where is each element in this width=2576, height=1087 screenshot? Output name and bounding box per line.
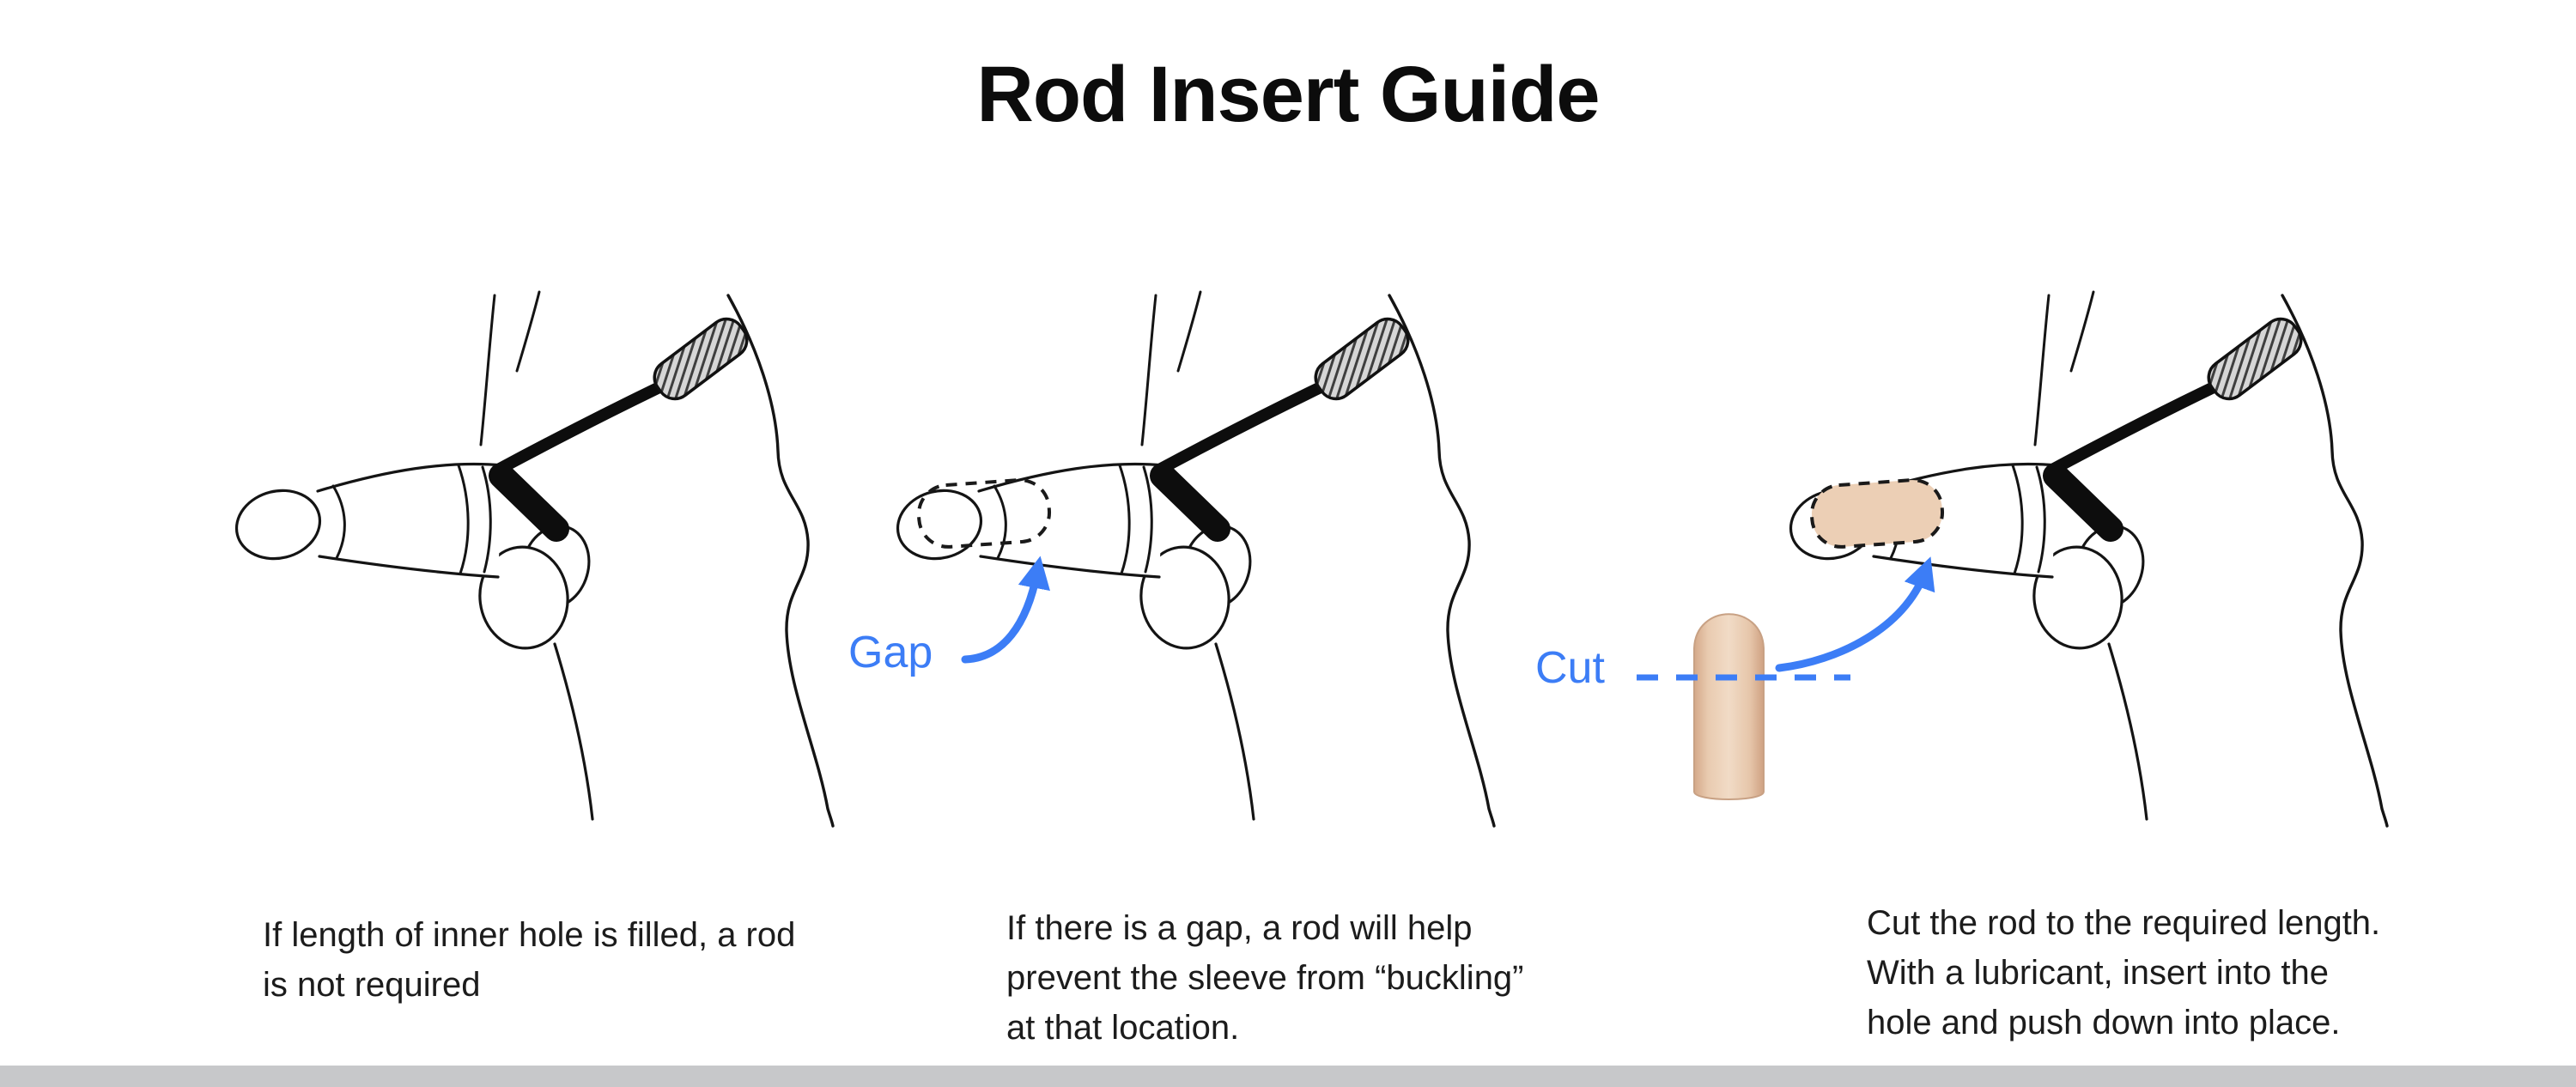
page-title: Rod Insert Guide	[976, 51, 1600, 138]
figure-panel-3	[1769, 283, 2430, 833]
figure-panel-2	[876, 283, 1537, 833]
inner-hole-rod-fill	[1809, 478, 1945, 549]
panel-3-caption: Cut the rod to the required length. With…	[1867, 904, 2381, 1041]
figure-panel-1	[215, 283, 876, 833]
rod-illustration	[1693, 613, 1765, 800]
anatomy-sleeve-illustration	[890, 292, 1494, 826]
anatomy-sleeve-illustration	[229, 292, 833, 826]
gap-arrow	[961, 556, 1050, 664]
cut-label: Cut	[1535, 643, 1605, 693]
gap-label: Gap	[848, 628, 933, 677]
bottom-bar	[0, 1066, 2576, 1087]
panel-1-caption: If length of inner hole is filled, a rod…	[263, 916, 796, 1004]
panel-2-caption: If there is a gap, a rod will help preve…	[1006, 909, 1524, 1047]
inner-hole-dashed-outline	[916, 478, 1052, 549]
rod-and-cut-line	[1637, 613, 1850, 800]
cut-arrow	[1775, 556, 1935, 672]
